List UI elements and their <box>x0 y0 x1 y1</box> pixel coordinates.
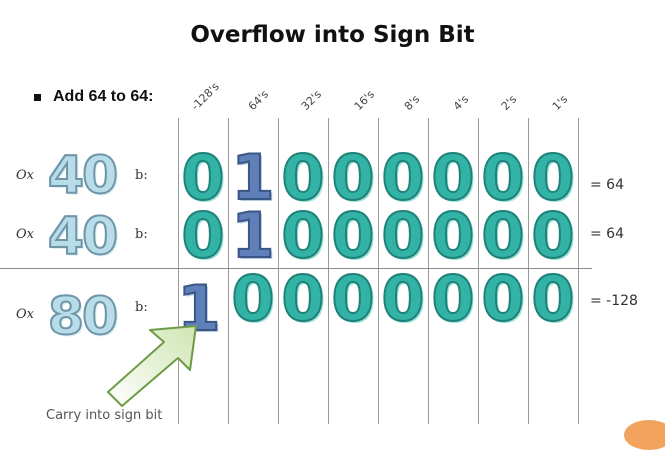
slide-title: Overflow into Sign Bit <box>190 22 475 48</box>
carry-annotation: Carry into sign bit <box>46 408 163 423</box>
bit-digit: 0 <box>530 199 575 272</box>
bit-digit: 0 <box>430 262 475 335</box>
grid-divider <box>528 118 529 424</box>
bit-digit: 0 <box>280 262 325 335</box>
column-header-64: 64's <box>245 87 272 113</box>
bit-digit: 0 <box>480 199 525 272</box>
hex-value: 40 <box>47 206 119 268</box>
decimal-value: = 64 <box>590 177 624 193</box>
bit-digit: 0 <box>430 141 475 214</box>
bit-digit: 0 <box>480 262 525 335</box>
grid-divider <box>178 118 179 424</box>
bit-digit: 0 <box>330 141 375 214</box>
grid-divider <box>328 118 329 424</box>
column-header-16: 16's <box>351 87 378 113</box>
hex-prefix: Ox <box>16 168 34 183</box>
bullet-square-icon <box>34 93 41 101</box>
decimal-value: = -128 <box>590 293 638 309</box>
grid-divider <box>378 118 379 424</box>
column-header-neg128: -128's <box>188 79 222 113</box>
hex-prefix: Ox <box>16 227 34 242</box>
hex-prefix: Ox <box>16 307 34 322</box>
bit-digit: 0 <box>380 262 425 335</box>
binary-prefix: b: <box>135 300 148 315</box>
column-header-4: 4's <box>450 92 472 113</box>
bit-digit: 0 <box>280 141 325 214</box>
grid-divider <box>428 118 429 424</box>
bit-digit: 0 <box>330 262 375 335</box>
column-header-2: 2's <box>498 92 520 113</box>
bit-digit: 0 <box>280 199 325 272</box>
column-header-1: 1's <box>549 92 571 113</box>
bit-digit: 0 <box>330 199 375 272</box>
bullet-point: Add 64 to 64: <box>34 88 153 106</box>
bullet-text: Add 64 to 64: <box>53 88 154 105</box>
bit-digit: 0 <box>180 199 225 272</box>
grid-divider <box>228 118 229 424</box>
grid-divider <box>578 118 579 424</box>
hex-value: 40 <box>47 145 119 207</box>
binary-prefix: b: <box>135 227 148 242</box>
bit-digit: 0 <box>380 141 425 214</box>
bit-digit: 0 <box>380 199 425 272</box>
column-header-8: 8's <box>401 92 423 113</box>
hex-value: 80 <box>47 286 119 348</box>
bit-digit: 0 <box>180 141 225 214</box>
grid-divider <box>278 118 279 424</box>
sum-line <box>0 268 592 269</box>
bit-digit: 1 <box>230 199 275 272</box>
column-header-32: 32's <box>298 87 325 113</box>
bit-digit: 0 <box>530 141 575 214</box>
bit-digit: 0 <box>480 141 525 214</box>
bit-digit: 0 <box>530 262 575 335</box>
bit-digit: 1 <box>230 141 275 214</box>
bit-digit: 0 <box>430 199 475 272</box>
grid-divider <box>478 118 479 424</box>
bit-digit: 0 <box>230 262 275 335</box>
slide-corner-decoration <box>624 420 665 450</box>
carry-arrow-icon <box>107 325 197 407</box>
decimal-value: = 64 <box>590 226 624 242</box>
binary-prefix: b: <box>135 168 148 183</box>
